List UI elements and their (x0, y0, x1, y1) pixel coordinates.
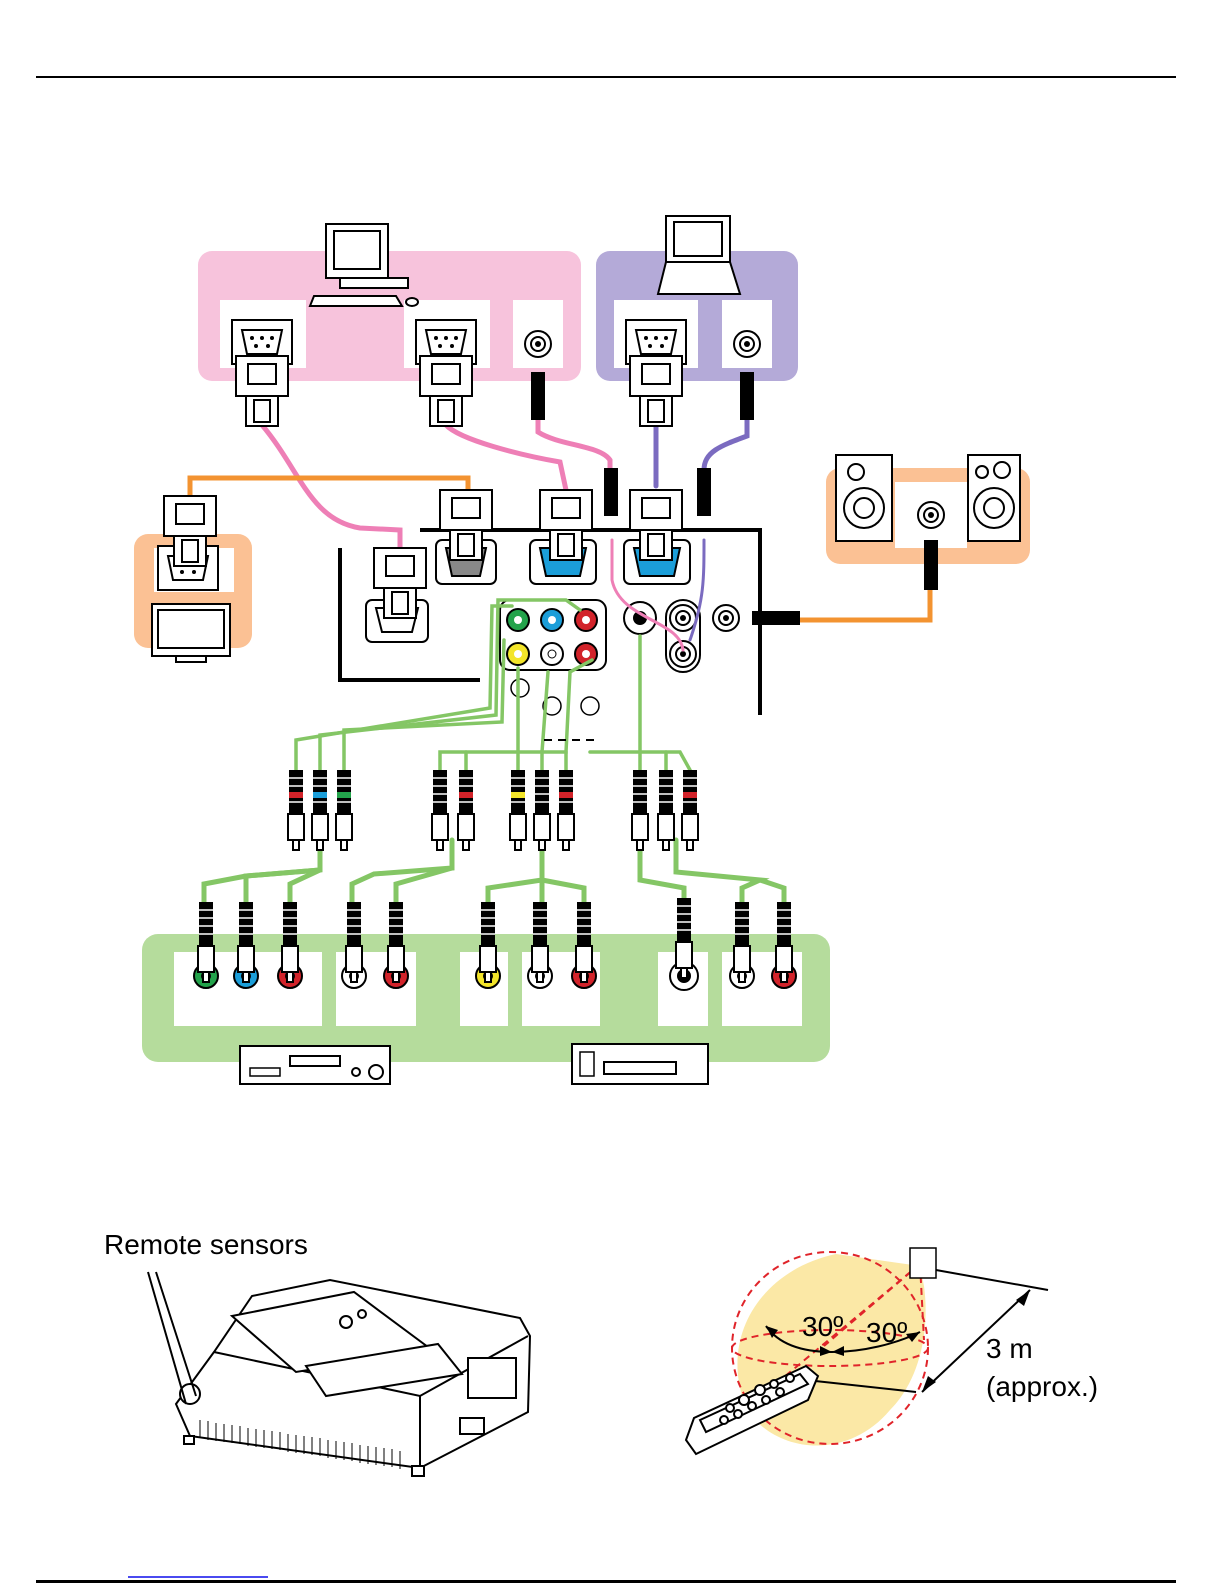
vcr-icon (572, 1044, 708, 1084)
bottom-rule (36, 1580, 1176, 1583)
angle-left-label: 30º (802, 1311, 843, 1342)
laptop-group (596, 216, 798, 381)
angle-right-label: 30º (866, 1317, 907, 1348)
projector-icon (176, 1280, 530, 1476)
remote-sensors-label: Remote sensors (104, 1229, 308, 1260)
av-group (142, 898, 830, 1084)
monitor-icon (152, 604, 230, 662)
sensor-pointer-line (148, 1272, 186, 1404)
dvd-player-icon (240, 1046, 390, 1084)
distance-label: 3 m (986, 1333, 1033, 1364)
distance-note-label: (approx.) (986, 1371, 1098, 1402)
middle-rca-plugs (288, 770, 698, 850)
laptop-icon (658, 216, 740, 294)
sensor-pointer-line-2 (156, 1272, 196, 1396)
footer-link-underline (128, 1576, 268, 1578)
